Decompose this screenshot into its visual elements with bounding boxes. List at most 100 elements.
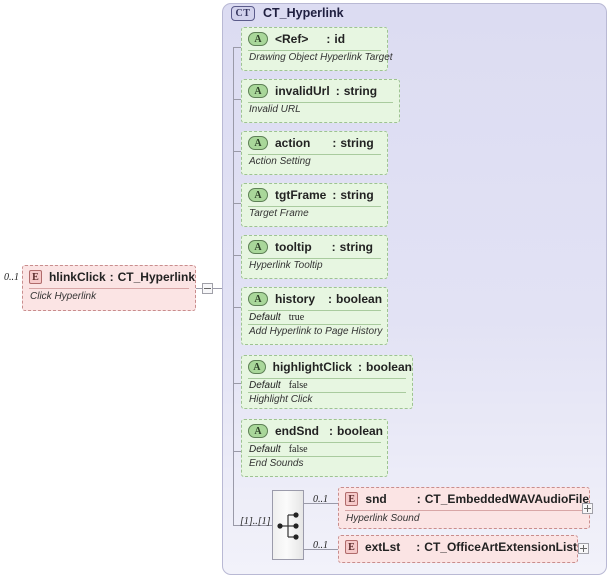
- element-box-snd[interactable]: E snd : CT_EmbeddedWAVAudioFile Hyperlin…: [338, 487, 590, 529]
- attribute-header-row: A tooltip : string: [242, 236, 387, 258]
- attribute-documentation: Action Setting: [249, 156, 311, 167]
- attribute-name: action: [275, 136, 311, 150]
- attribute-divider: [248, 154, 381, 155]
- connector-trunk: [233, 47, 234, 525]
- attribute-separator: :: [357, 360, 362, 374]
- element-box-extlst[interactable]: E extLst : CT_OfficeArtExtensionList: [338, 535, 578, 563]
- plus-toggle-extlst[interactable]: [578, 543, 589, 554]
- attribute-name: endSnd: [275, 424, 319, 438]
- attribute-divider: [248, 50, 381, 51]
- sequence-cardinality: [1]..[1]: [240, 516, 271, 527]
- connector-attr-3: [233, 203, 242, 204]
- attribute-separator: :: [331, 240, 336, 254]
- attribute-header-row: A action : string: [242, 132, 387, 154]
- sequence-compositor[interactable]: [272, 490, 304, 560]
- attribute-documentation: Drawing Object Hyperlink Target: [249, 52, 393, 63]
- attribute-divider: [248, 102, 393, 103]
- connector-attr-4: [233, 255, 242, 256]
- element-name: extLst: [364, 540, 401, 554]
- attribute-header-row: A invalidUrl : string: [242, 80, 399, 102]
- attribute-default-row: Default false: [242, 379, 412, 392]
- attribute-type: boolean: [336, 292, 383, 306]
- attribute-divider: [248, 206, 381, 207]
- root-element-cardinality: 0..1: [4, 272, 19, 283]
- attribute-badge-icon: A: [248, 240, 268, 254]
- attribute-default-row: Default false: [242, 443, 387, 456]
- attribute-box-history[interactable]: A history : boolean Default true Add Hyp…: [241, 287, 388, 345]
- attribute-type: boolean: [337, 424, 384, 438]
- attribute-badge-icon: A: [248, 136, 268, 150]
- attribute-type: string: [339, 240, 373, 254]
- element-name: hlinkClick: [48, 270, 106, 284]
- attribute-box-tooltip[interactable]: A tooltip : string Hyperlink Tooltip: [241, 235, 388, 279]
- connector-attr-5: [233, 307, 242, 308]
- attribute-documentation: Target Frame: [249, 208, 309, 219]
- attribute-divider: [248, 378, 406, 379]
- element-separator: :: [416, 540, 421, 554]
- attribute-header-row: A highlightClick : boolean: [242, 356, 412, 378]
- attribute-default-value: true: [288, 312, 305, 323]
- attribute-box-tgtframe[interactable]: A tgtFrame : string Target Frame: [241, 183, 388, 227]
- connector-attr-7: [233, 451, 242, 452]
- attribute-separator: :: [332, 188, 337, 202]
- connector-attr-6: [233, 383, 242, 384]
- attribute-default-row: Default true: [242, 311, 387, 324]
- attribute-type: id: [334, 32, 346, 46]
- element-type: CT_EmbeddedWAVAudioFile: [424, 492, 589, 506]
- element-header-row: E snd : CT_EmbeddedWAVAudioFile: [339, 488, 589, 510]
- complextype-badge-icon: CT: [231, 5, 255, 21]
- attribute-default-value: false: [288, 444, 308, 455]
- attribute-separator: :: [326, 32, 331, 46]
- element-header-row: E extLst : CT_OfficeArtExtensionList: [339, 536, 577, 558]
- attribute-type: boolean: [365, 360, 412, 374]
- element-separator: :: [416, 492, 421, 506]
- attribute-badge-icon: A: [248, 360, 266, 374]
- attribute-box-highlightclick[interactable]: A highlightClick : boolean Default false…: [241, 355, 413, 409]
- attribute-badge-icon: A: [248, 32, 268, 46]
- complextype-header: CT CT_Hyperlink: [223, 4, 606, 22]
- attribute-name: highlightClick: [272, 360, 352, 374]
- attribute-separator: :: [332, 136, 337, 150]
- attribute-divider-2: [248, 456, 381, 457]
- attribute-separator: :: [335, 84, 340, 98]
- attribute-divider: [248, 258, 381, 259]
- connector-root-right: [213, 288, 228, 289]
- attribute-box-ref[interactable]: A <Ref> : id Drawing Object Hyperlink Ta…: [241, 27, 393, 71]
- element-badge-icon: E: [345, 540, 358, 554]
- attribute-badge-icon: A: [248, 84, 268, 98]
- attribute-default-value: false: [288, 380, 308, 391]
- connector-sequence-in: [233, 525, 272, 526]
- attribute-documentation: Highlight Click: [249, 394, 313, 405]
- attribute-name: tooltip: [275, 240, 312, 254]
- attribute-separator: :: [329, 424, 333, 438]
- attribute-documentation: End Sounds: [249, 458, 304, 469]
- attribute-name: <Ref>: [275, 32, 309, 46]
- connector-attr-1: [233, 99, 242, 100]
- attribute-default-label: Default: [249, 444, 281, 455]
- attribute-header-row: A <Ref> : id: [242, 28, 387, 50]
- attribute-header-row: A endSnd : boolean: [242, 420, 387, 442]
- attribute-box-endsnd[interactable]: A endSnd : boolean Default false End Sou…: [241, 419, 388, 477]
- attribute-default-label: Default: [249, 380, 281, 391]
- element-box-hlinkclick[interactable]: E hlinkClick : CT_Hyperlink Click Hyperl…: [22, 265, 196, 311]
- connector-child-snd: [304, 503, 340, 504]
- attribute-box-invalidurl[interactable]: A invalidUrl : string Invalid URL: [241, 79, 400, 123]
- attribute-box-action[interactable]: A action : string Action Setting: [241, 131, 388, 175]
- element-name: snd: [365, 492, 387, 506]
- minus-toggle[interactable]: [202, 283, 213, 294]
- element-documentation: Click Hyperlink: [29, 288, 189, 302]
- attribute-default-label: Default: [249, 312, 281, 323]
- attribute-documentation: Hyperlink Tooltip: [249, 260, 323, 271]
- attribute-name: tgtFrame: [275, 188, 327, 202]
- connector-child-extlst: [304, 549, 340, 550]
- complextype-title: CT_Hyperlink: [263, 6, 344, 20]
- element-badge-icon: E: [345, 492, 359, 506]
- plus-toggle-snd[interactable]: [582, 503, 593, 514]
- attribute-type: string: [343, 84, 378, 98]
- attribute-separator: :: [328, 292, 333, 306]
- attribute-documentation: Invalid URL: [249, 104, 301, 115]
- element-badge-icon: E: [29, 270, 42, 284]
- attribute-name: history: [275, 292, 316, 306]
- connector-attr-2: [233, 151, 242, 152]
